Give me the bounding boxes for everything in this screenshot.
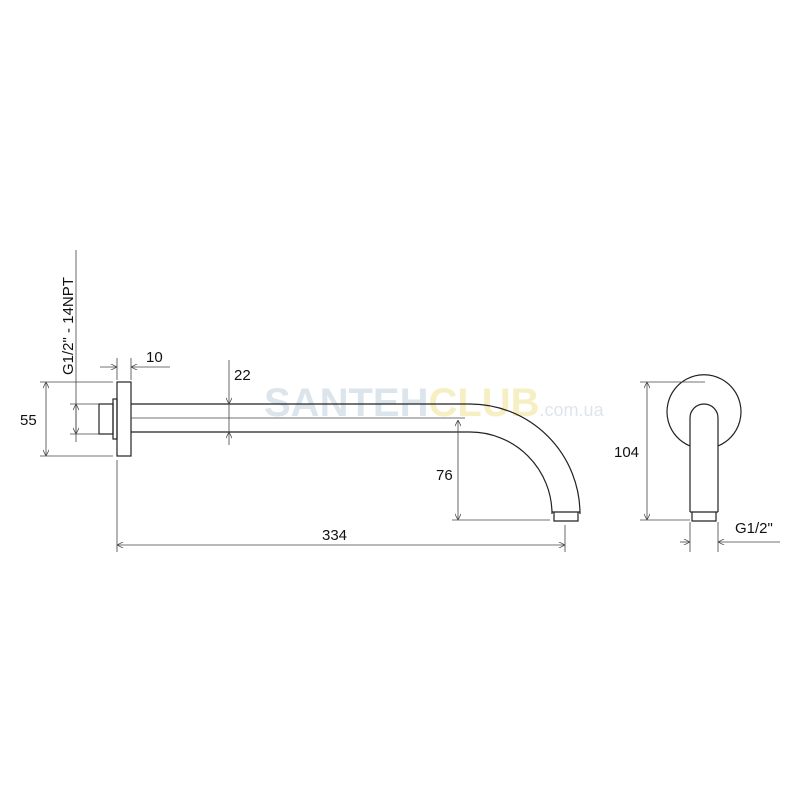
side-flange-circle <box>666 374 742 447</box>
dim-total-length: 334 <box>322 527 347 544</box>
wall-flange <box>116 381 132 457</box>
side-nozzle <box>690 511 718 522</box>
side-pipe <box>689 403 719 512</box>
dim-drop-height: 76 <box>436 467 453 484</box>
dim-side-height: 104 <box>614 444 639 461</box>
pipe-outer-edge <box>131 403 581 515</box>
dim-outlet-thread: G1/2" <box>735 520 773 537</box>
dim-flange-height: 55 <box>20 412 37 429</box>
dim-flange-thickness: 10 <box>146 349 163 366</box>
outlet-nozzle <box>552 511 580 522</box>
shower-arm-side-view <box>666 374 742 522</box>
pipe-inner-edge <box>131 431 553 515</box>
dim-thread-label: G1/2" - 14NPT <box>60 277 77 375</box>
dim-pipe-diameter: 22 <box>234 367 251 384</box>
shower-arm-front-view <box>98 381 581 522</box>
connector-nut <box>98 403 114 435</box>
